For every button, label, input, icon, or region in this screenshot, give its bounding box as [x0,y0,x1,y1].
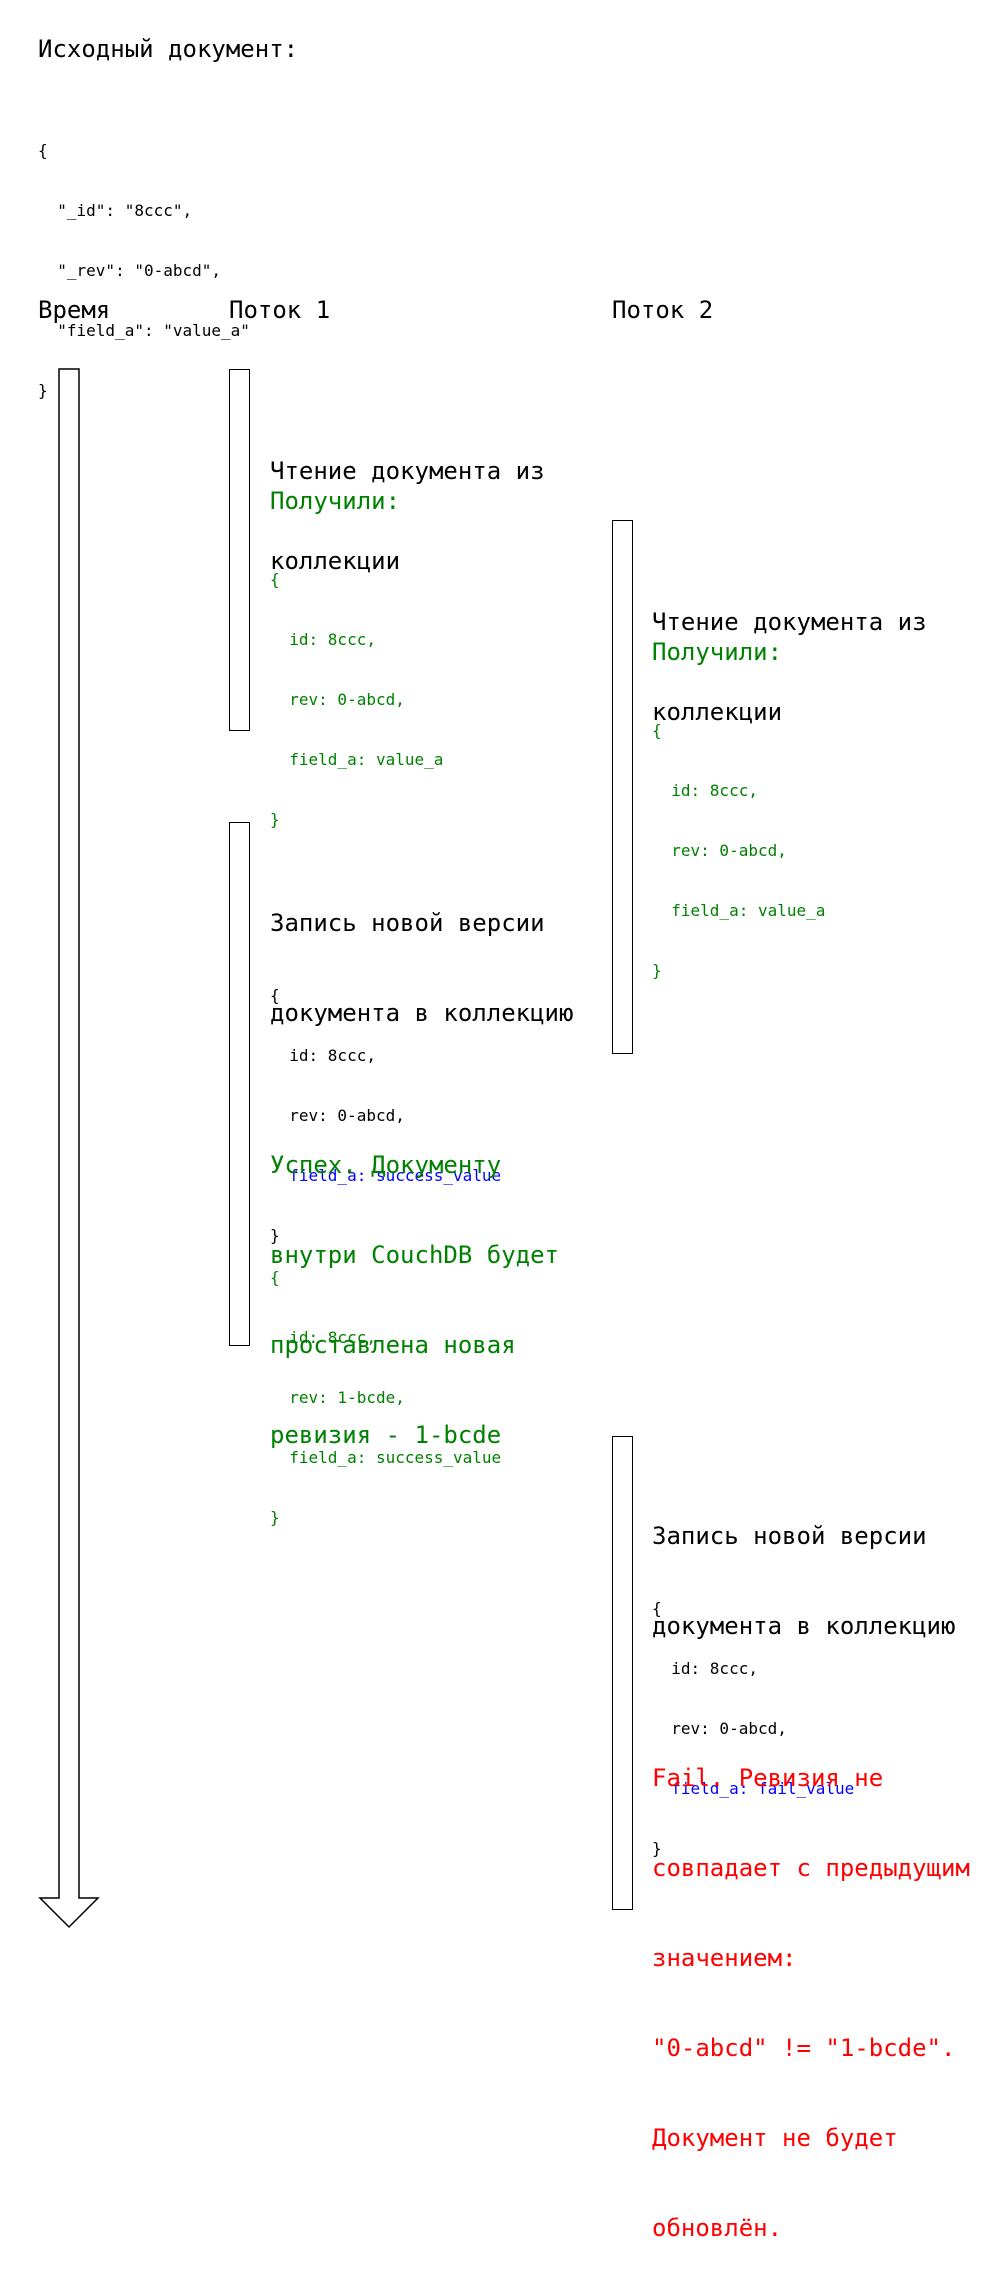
source-document: { "_id": "8ccc", "_rev": "0-abcd", "fiel… [38,101,250,421]
doc-line: rev: 0-abcd, [270,690,405,709]
thread1-read-title: Чтение документа из коллекции [270,396,545,606]
doc-line: id: 8ccc, [270,1046,376,1065]
doc-line: id: 8ccc, [270,630,376,649]
doc-line: field_a: value_a [652,901,826,920]
thread1-read-bar [229,369,250,731]
result-line: Документ не будет [652,2124,898,2152]
thread1-new-document: { id: 8ccc, rev: 1-bcde, field_a: succes… [270,1228,501,1548]
doc-line: } [270,810,280,829]
thread2-write-title-line: документа в коллекцию [652,1612,956,1640]
doc-line: } [652,1839,662,1858]
thread1-read-title-line: коллекции [270,547,401,575]
doc-line: rev: 1-bcde, [270,1388,405,1407]
doc-line: field_a: success_value [270,1448,502,1467]
thread2-read-title: Чтение документа из коллекции [652,547,927,757]
thread2-write-document: { id: 8ccc, rev: 0-abcd, field_a: fail_v… [652,1559,854,1879]
thread2-read-bar [612,520,633,1054]
source-doc-line: { [38,141,48,160]
thread2-write-result: Fail. Ревизия не совпадает с предыдущим … [652,1703,970,2273]
result-line: "0-abcd" != "1-bcde". [652,2034,956,2062]
time-arrow-shape [38,368,100,1929]
doc-line: field_a: value_a [270,750,444,769]
doc-line: { [270,570,280,589]
thread1-write-title-line: Запись новой версии [270,909,545,937]
doc-line: } [270,1508,280,1527]
source-doc-line: "field_a": "value_a" [38,321,250,340]
thread1-write-document: { id: 8ccc, rev: 0-abcd, field_a: succes… [270,946,501,1266]
doc-line: id: 8ccc, [652,1659,758,1678]
doc-line: } [652,961,662,980]
thread2-read-title-line: Чтение документа из [652,608,927,636]
thread1-write-title: Запись новой версии документа в коллекци… [270,848,573,1058]
doc-line: } [270,1226,280,1245]
thread2-write-bar [612,1436,633,1910]
doc-line: { [270,1268,280,1287]
thread2-write-title: Запись новой версии документа в коллекци… [652,1461,955,1671]
result-line: проставлена новая [270,1331,516,1359]
changed-field-line: field_a: fail_value [652,1779,855,1798]
result-line: Fail. Ревизия не [652,1764,884,1792]
doc-line: rev: 0-abcd, [652,1719,787,1738]
header-thread1: Поток 1 [229,296,331,324]
result-line: значением: [652,1944,797,1972]
thread1-read-title-line: Чтение документа из [270,457,545,485]
thread2-write-title-line: Запись новой версии [652,1522,927,1550]
doc-line: { [652,721,662,740]
doc-line: rev: 0-abcd, [652,841,787,860]
result-line: ревизия - 1-bcde [270,1421,502,1449]
thread2-read-result-label: Получили: [652,638,783,666]
source-doc-line: "_rev": "0-abcd", [38,261,222,280]
doc-line: rev: 0-abcd, [270,1106,405,1125]
doc-line: { [270,986,280,1005]
changed-field-line: field_a: success_value [270,1166,502,1185]
result-line: Успех. Документу [270,1151,502,1179]
thread1-write-bar [229,822,250,1346]
doc-line: id: 8ccc, [270,1328,376,1347]
thread1-read-result-label: Получили: [270,487,401,515]
source-title: Исходный документ: [38,35,299,63]
source-doc-line: } [38,381,48,400]
thread2-read-document: { id: 8ccc, rev: 0-abcd, field_a: value_… [652,681,825,1001]
thread1-write-title-line: документа в коллекцию [270,999,574,1027]
header-thread2: Поток 2 [612,296,714,324]
source-doc-line: "_id": "8ccc", [38,201,193,220]
doc-line: id: 8ccc, [652,781,758,800]
time-arrow [38,368,100,1929]
doc-line: { [652,1599,662,1618]
result-line: внутри CouchDB будет [270,1241,559,1269]
thread1-read-document: { id: 8ccc, rev: 0-abcd, field_a: value_… [270,530,443,850]
header-time: Время [38,296,111,324]
result-line: обновлён. [652,2214,783,2242]
thread1-write-result: Успех. Документу внутри CouchDB будет пр… [270,1090,559,1480]
result-line: совпадает с предыдущим [652,1854,970,1882]
thread2-read-title-line: коллекции [652,698,783,726]
